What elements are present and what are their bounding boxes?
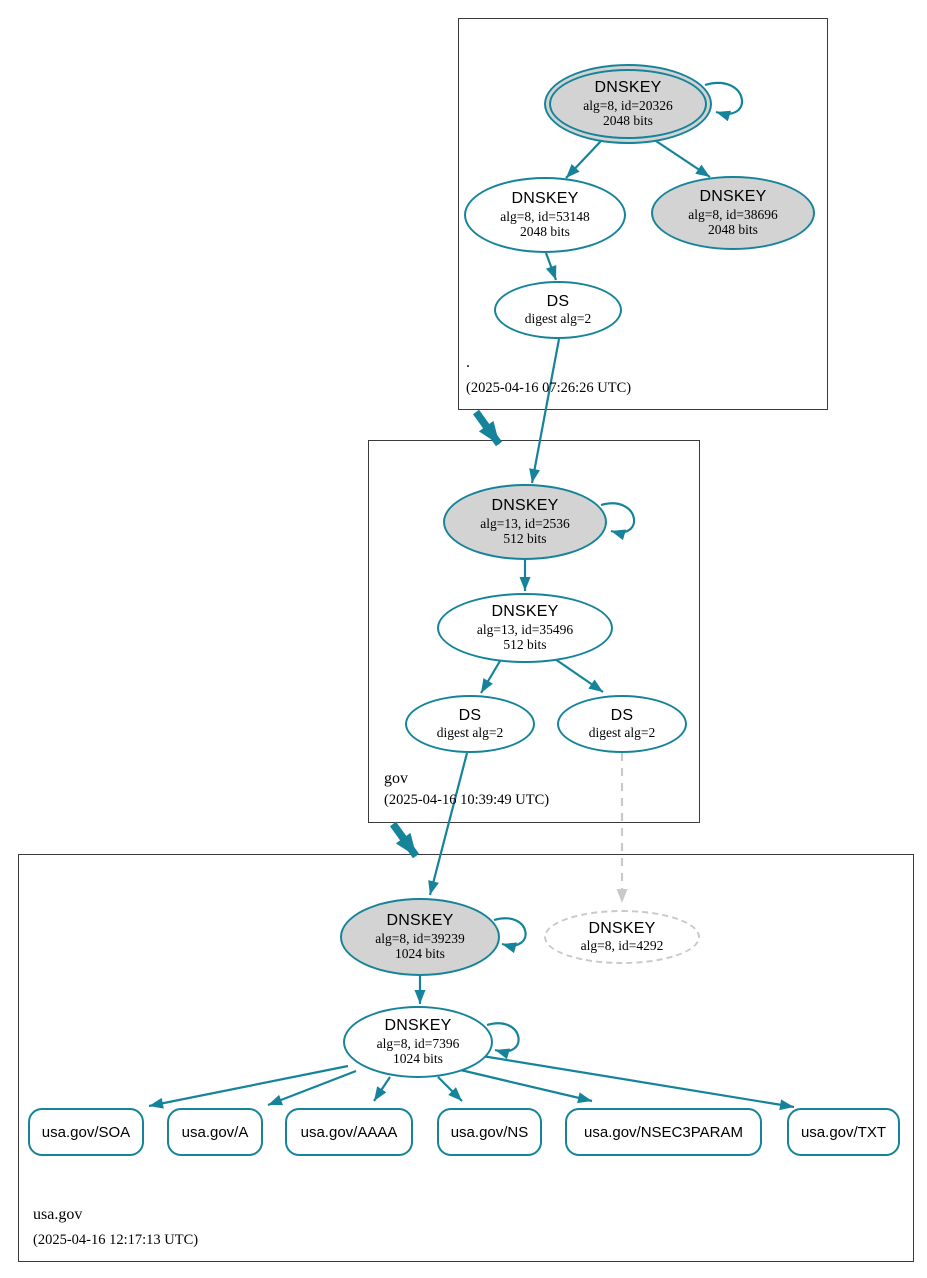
dnskey-node-39239[interactable]: DNSKEY alg=8, id=39239 1024 bits xyxy=(340,898,500,976)
dnskey-meta: alg=8, id=38696 xyxy=(688,206,778,222)
dnskey-title: DNSKEY xyxy=(491,602,559,620)
ds-meta: digest alg=2 xyxy=(436,725,504,741)
rrset-usa-gov-soa[interactable]: usa.gov/SOA xyxy=(28,1108,144,1156)
ds-node-gov-1[interactable]: DS digest alg=2 xyxy=(405,695,535,753)
ds-node-gov-2[interactable]: DS digest alg=2 xyxy=(557,695,687,753)
dnskey-title: DNSKEY xyxy=(384,1016,452,1034)
ds-meta: digest alg=2 xyxy=(524,311,592,327)
rrset-usa-gov-nsec3param[interactable]: usa.gov/NSEC3PARAM xyxy=(565,1108,762,1156)
dnskey-title: DNSKEY xyxy=(594,78,662,96)
rrset-label: usa.gov/TXT xyxy=(800,1123,887,1141)
rrset-usa-gov-txt[interactable]: usa.gov/TXT xyxy=(787,1108,900,1156)
rrset-usa-gov-a[interactable]: usa.gov/A xyxy=(167,1108,263,1156)
dnskey-meta: alg=8, id=4292 xyxy=(580,938,664,954)
rrset-usa-gov-ns[interactable]: usa.gov/NS xyxy=(437,1108,542,1156)
dnskey-meta: alg=13, id=2536 xyxy=(480,515,570,531)
zone-box-root xyxy=(458,18,828,410)
dnskey-meta: alg=8, id=20326 xyxy=(583,97,673,113)
rrset-label: usa.gov/AAAA xyxy=(300,1123,398,1141)
dnskey-size: 1024 bits xyxy=(395,946,445,962)
zone-timestamp-usa-gov: (2025-04-16 12:17:13 UTC) xyxy=(33,1232,199,1248)
rrset-label: usa.gov/SOA xyxy=(41,1123,131,1141)
rrset-usa-gov-aaaa[interactable]: usa.gov/AAAA xyxy=(285,1108,413,1156)
zone-name-gov: gov xyxy=(384,770,408,787)
dnskey-meta: alg=8, id=7396 xyxy=(376,1035,460,1051)
dnskey-node-4292-missing[interactable]: DNSKEY alg=8, id=4292 xyxy=(544,910,700,964)
dnskey-node-20326[interactable]: DNSKEY alg=8, id=20326 2048 bits xyxy=(544,64,712,144)
rrset-label: usa.gov/NS xyxy=(450,1123,529,1141)
ds-title: DS xyxy=(610,706,634,724)
dnskey-title: DNSKEY xyxy=(699,187,767,205)
ds-meta: digest alg=2 xyxy=(588,725,656,741)
dnskey-size: 2048 bits xyxy=(708,222,758,238)
dnskey-node-38696[interactable]: DNSKEY alg=8, id=38696 2048 bits xyxy=(651,176,815,250)
delegation-arrow-gov-to-usa xyxy=(389,821,420,859)
dnskey-size: 2048 bits xyxy=(603,113,653,129)
ds-node-root[interactable]: DS digest alg=2 xyxy=(494,281,622,339)
dnskey-title: DNSKEY xyxy=(511,189,579,207)
dnskey-size: 512 bits xyxy=(503,531,547,547)
dnskey-node-53148[interactable]: DNSKEY alg=8, id=53148 2048 bits xyxy=(464,177,626,253)
dnskey-node-7396[interactable]: DNSKEY alg=8, id=7396 1024 bits xyxy=(343,1006,493,1078)
dnskey-size: 512 bits xyxy=(503,637,547,653)
dnskey-title: DNSKEY xyxy=(491,496,559,514)
dnskey-node-35496[interactable]: DNSKEY alg=13, id=35496 512 bits xyxy=(437,593,613,663)
dnskey-size: 1024 bits xyxy=(393,1051,443,1067)
rrset-label: usa.gov/A xyxy=(181,1123,249,1141)
zone-name-root: . xyxy=(466,354,470,371)
dnskey-meta: alg=8, id=39239 xyxy=(375,930,465,946)
dnskey-size: 2048 bits xyxy=(520,224,570,240)
dnskey-meta: alg=13, id=35496 xyxy=(476,621,574,637)
zone-timestamp-root: (2025-04-16 07:26:26 UTC) xyxy=(466,380,632,396)
dnskey-node-2536[interactable]: DNSKEY alg=13, id=2536 512 bits xyxy=(443,484,607,560)
ds-title: DS xyxy=(546,292,570,310)
dnskey-title: DNSKEY xyxy=(386,911,454,929)
zone-timestamp-gov: (2025-04-16 10:39:49 UTC) xyxy=(384,792,550,808)
zone-name-usa-gov: usa.gov xyxy=(33,1206,83,1223)
ds-title: DS xyxy=(458,706,482,724)
dnskey-meta: alg=8, id=53148 xyxy=(500,208,590,224)
rrset-label: usa.gov/NSEC3PARAM xyxy=(584,1123,743,1141)
dnskey-title: DNSKEY xyxy=(588,919,656,937)
